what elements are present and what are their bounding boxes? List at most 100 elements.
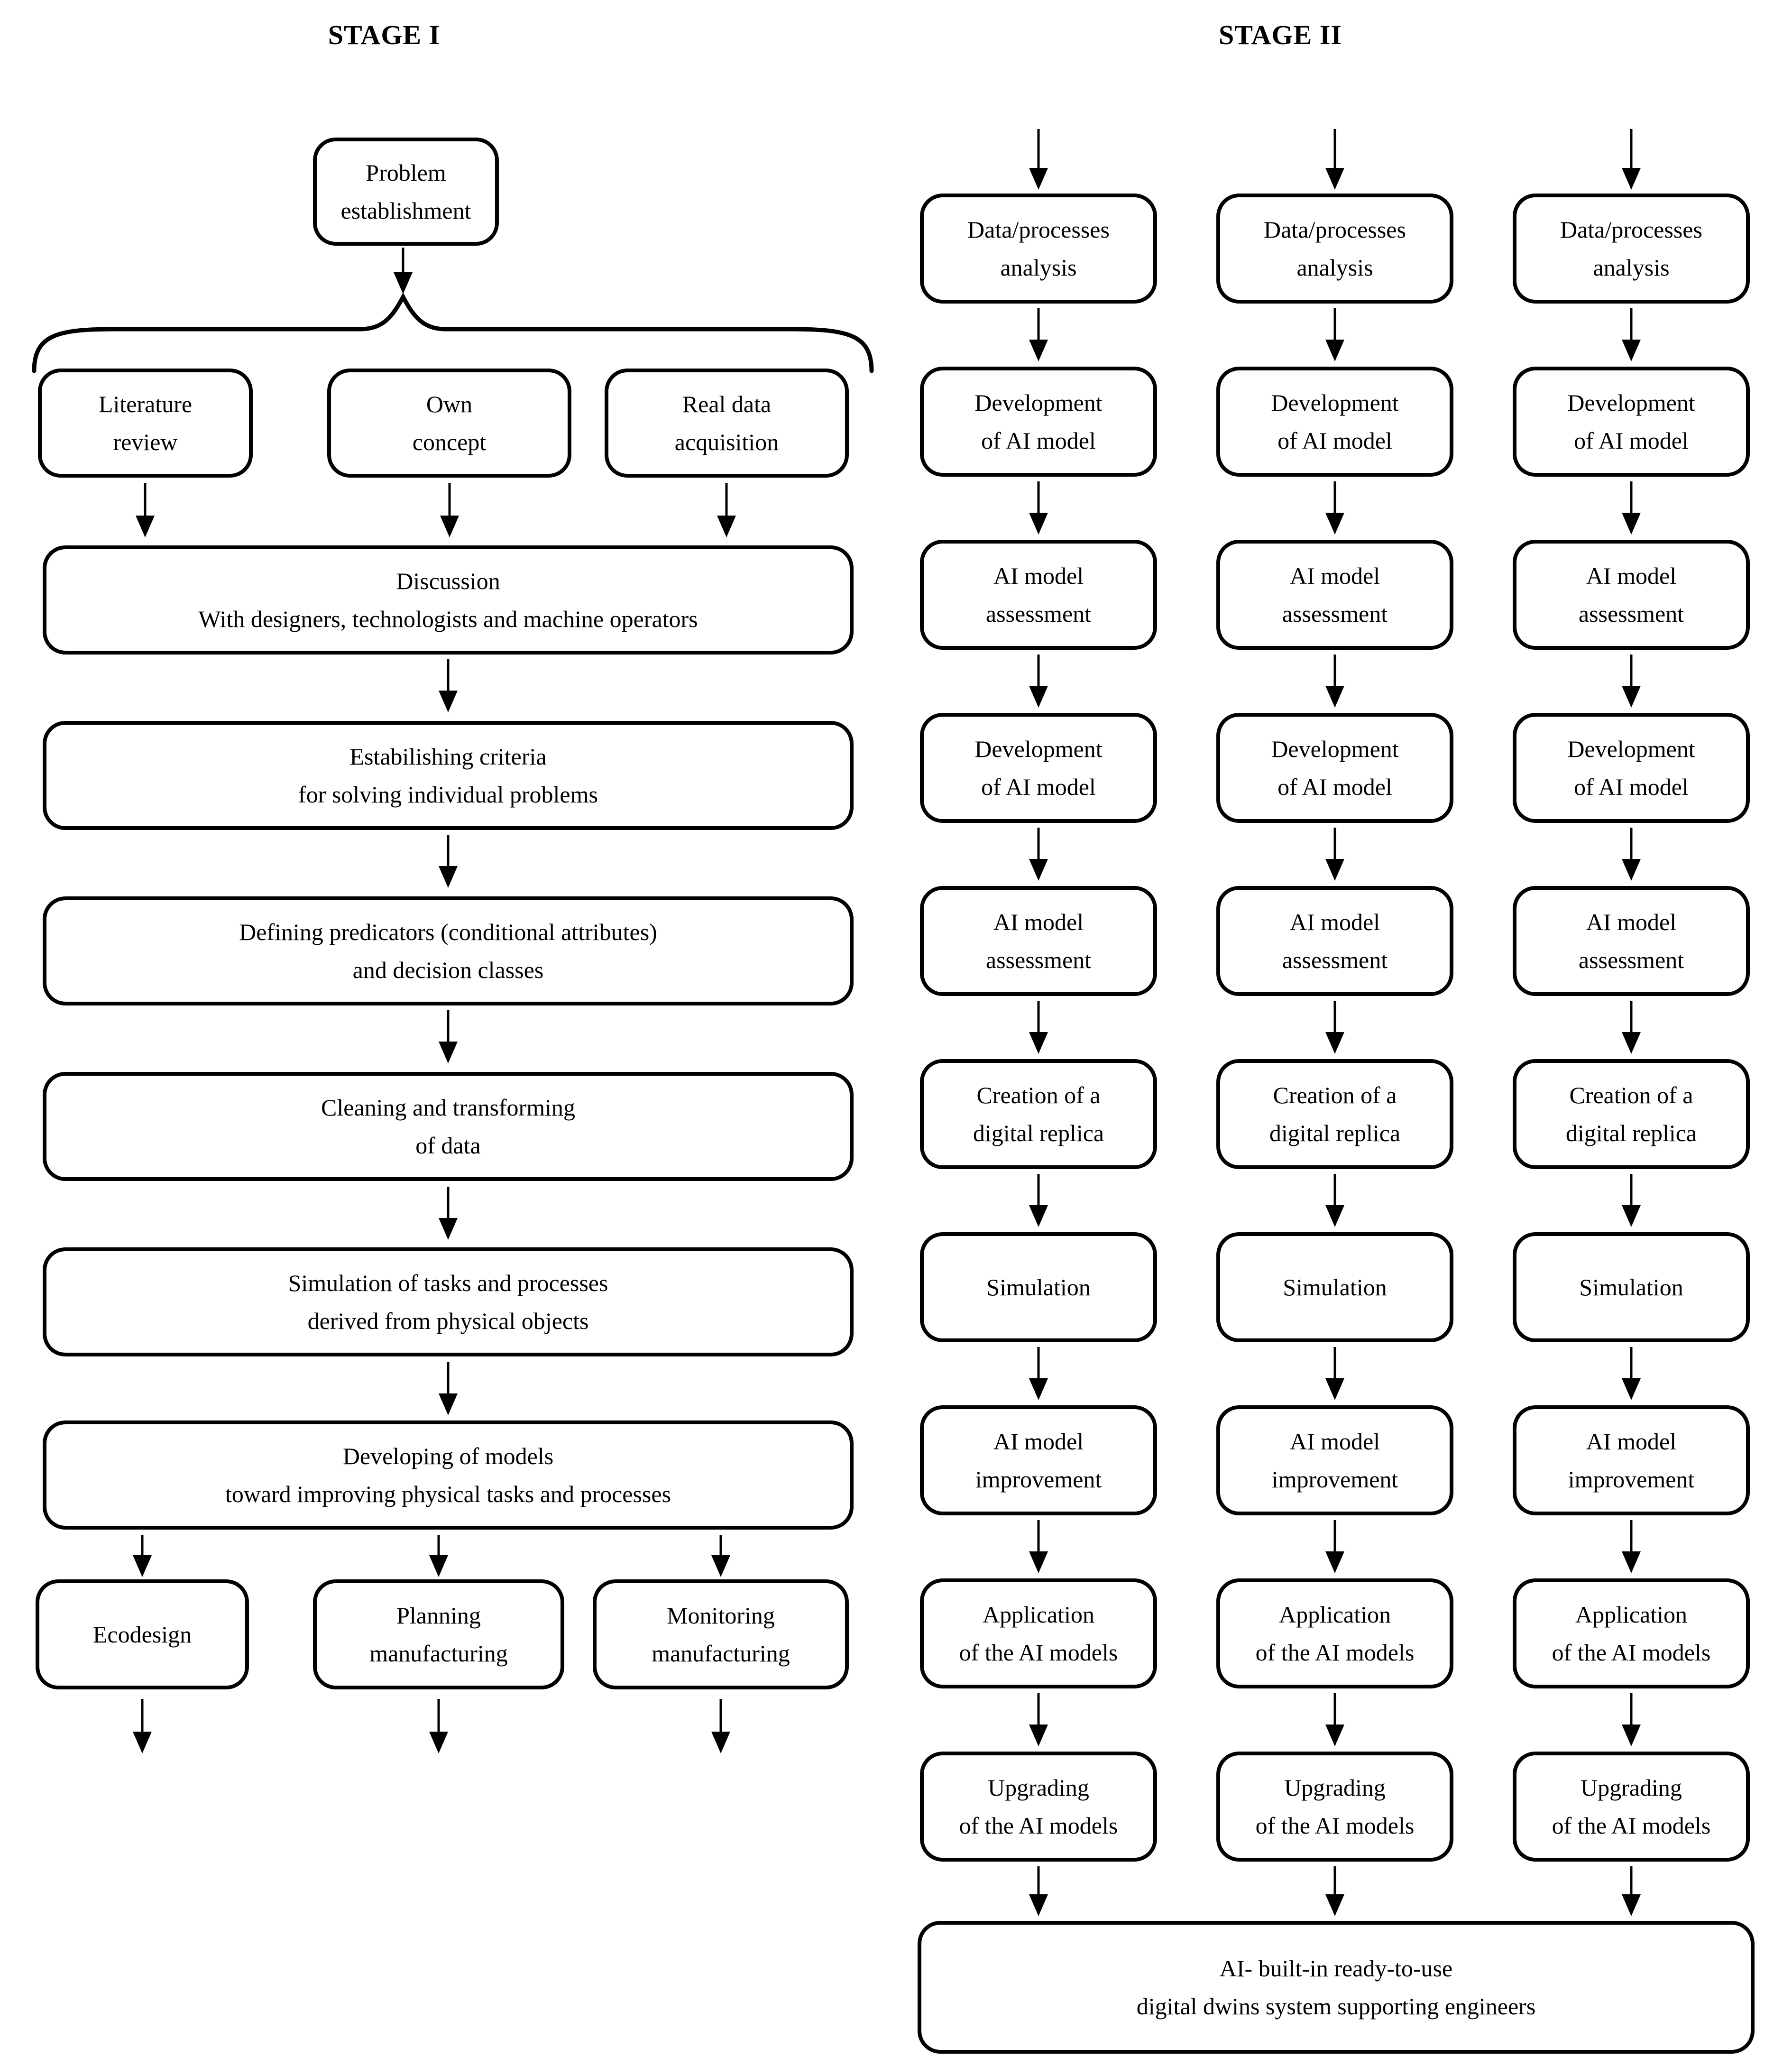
label-line2: toward improving physical tasks and proc… xyxy=(225,1481,671,1507)
label-line1: Upgrading xyxy=(1284,1774,1386,1801)
label-line1: Creation of a xyxy=(1569,1082,1693,1108)
label-line1: Application xyxy=(1575,1601,1688,1628)
node-data-processes-analysis: Data/processes analysis xyxy=(920,194,1157,304)
node-ai-model-assessment: AI model assessment xyxy=(1513,886,1750,996)
label-line1: Development xyxy=(974,389,1103,416)
label-line1: Development xyxy=(1567,736,1695,762)
arrow-down-icon xyxy=(1029,1174,1048,1227)
arrow-down-icon xyxy=(1325,1347,1344,1400)
node-development-of-ai-model: Development of AI model xyxy=(920,367,1157,477)
label-line1: Ecodesign xyxy=(92,1621,192,1648)
node-development-of-ai-model: Development of AI model xyxy=(1216,713,1453,823)
label-line2: improvement xyxy=(1271,1466,1398,1493)
label-line1: Application xyxy=(1278,1601,1391,1628)
label-line2: establishment xyxy=(340,197,471,224)
label-line2: improvement xyxy=(975,1466,1102,1493)
label-line2: digital replica xyxy=(1269,1120,1401,1146)
label-line2: review xyxy=(113,429,178,455)
label-line2: digital replica xyxy=(973,1120,1104,1146)
node-upgrading-of-ai-models: Upgrading of the AI models xyxy=(920,1752,1157,1862)
label-line2: of the AI models xyxy=(1255,1812,1415,1839)
label-line1: Cleaning and transforming xyxy=(321,1094,575,1121)
node-ai-built-in-digital-twins-system: AI- built-in ready-to-use digital dwins … xyxy=(918,1921,1755,2054)
arrow-down-icon xyxy=(439,1362,458,1415)
label-line1: Simulation xyxy=(986,1274,1091,1300)
label-line2: of data xyxy=(415,1132,481,1159)
node-ai-model-assessment: AI model assessment xyxy=(1216,886,1453,996)
label-line2: assessment xyxy=(1282,947,1388,973)
label-line2: of the AI models xyxy=(1552,1812,1711,1839)
label-line2: derived from physical objects xyxy=(307,1308,589,1334)
label-line1: Developing of models xyxy=(342,1443,554,1469)
label-line2: With designers, technologists and machin… xyxy=(198,606,698,632)
arrow-down-icon xyxy=(429,1699,448,1753)
label-line1: AI model xyxy=(1586,563,1677,589)
node-literature-review: Literature review xyxy=(38,369,253,478)
arrow-down-icon xyxy=(439,835,458,888)
node-simulation: Simulation xyxy=(1216,1232,1453,1342)
arrow-down-icon xyxy=(394,248,413,294)
arrow-down-icon xyxy=(1029,1520,1048,1573)
label-line2: and decision classes xyxy=(352,957,544,983)
label-line1: AI model xyxy=(993,909,1084,935)
node-ai-model-assessment: AI model assessment xyxy=(1513,540,1750,650)
arrow-down-icon xyxy=(1029,481,1048,535)
arrow-down-icon xyxy=(1325,1520,1344,1573)
label-line1: Upgrading xyxy=(1581,1774,1682,1801)
node-data-processes-analysis: Data/processes analysis xyxy=(1216,194,1453,304)
arrow-down-icon xyxy=(1325,481,1344,535)
label-line2: acquisition xyxy=(674,429,779,455)
label-line1: Simulation xyxy=(1283,1274,1387,1300)
arrow-down-icon xyxy=(133,1699,152,1753)
node-developing-of-models: Developing of models toward improving ph… xyxy=(43,1420,854,1530)
label-line1: Planning xyxy=(396,1602,481,1629)
label-line1: Data/processes xyxy=(1560,216,1702,243)
node-development-of-ai-model: Development of AI model xyxy=(920,713,1157,823)
label-line1: Development xyxy=(974,736,1103,762)
label-line2: improvement xyxy=(1568,1466,1695,1493)
label-line1: AI model xyxy=(1289,563,1380,589)
node-ecodesign: Ecodesign xyxy=(36,1579,249,1689)
node-cleaning-transforming: Cleaning and transforming of data xyxy=(43,1072,854,1181)
node-discussion: Discussion With designers, technologists… xyxy=(43,545,854,655)
label-line2: of AI model xyxy=(981,427,1096,454)
label-line2: analysis xyxy=(1296,254,1373,281)
label-line1: Development xyxy=(1567,389,1695,416)
label-line2: of AI model xyxy=(1277,427,1392,454)
label-line2: of AI model xyxy=(1574,774,1689,800)
node-defining-predicators: Defining predicators (conditional attrib… xyxy=(43,896,854,1005)
node-creation-digital-replica: Creation of a digital replica xyxy=(1216,1059,1453,1169)
node-problem-establishment: Problem establishment xyxy=(313,138,499,246)
label-line2: of AI model xyxy=(1277,774,1392,800)
arrow-down-icon xyxy=(1622,1520,1641,1573)
label-line2: digital replica xyxy=(1565,1120,1697,1146)
arrow-down-icon xyxy=(1029,308,1048,361)
arrow-down-icon xyxy=(133,1535,152,1577)
label-line1: AI model xyxy=(1586,1428,1677,1455)
label-line1: Simulation xyxy=(1579,1274,1683,1300)
arrow-down-icon xyxy=(1029,1693,1048,1746)
label-line2: digital dwins system supporting engineer… xyxy=(1136,1993,1536,2020)
label-line2: concept xyxy=(412,429,487,455)
label-line1: Own xyxy=(426,391,473,417)
label-line1: Problem xyxy=(366,159,446,186)
label-line1: Creation of a xyxy=(1273,1082,1397,1108)
arrow-down-icon xyxy=(1029,129,1048,190)
arrow-down-icon xyxy=(1325,1693,1344,1746)
node-upgrading-of-ai-models: Upgrading of the AI models xyxy=(1216,1752,1453,1862)
arrow-down-icon xyxy=(711,1535,730,1577)
node-upgrading-of-ai-models: Upgrading of the AI models xyxy=(1513,1752,1750,1862)
node-development-of-ai-model: Development of AI model xyxy=(1513,367,1750,477)
label-line1: AI model xyxy=(1289,1428,1380,1455)
arrow-down-icon xyxy=(1325,828,1344,881)
arrow-down-icon xyxy=(1325,1001,1344,1054)
arrow-down-icon xyxy=(1622,1866,1641,1916)
node-development-of-ai-model: Development of AI model xyxy=(1216,367,1453,477)
label-line2: of the AI models xyxy=(959,1812,1118,1839)
label-line2: assessment xyxy=(1282,600,1388,627)
node-ai-model-improvement: AI model improvement xyxy=(1216,1405,1453,1515)
node-ai-model-assessment: AI model assessment xyxy=(920,540,1157,650)
label-line1: AI model xyxy=(993,563,1084,589)
stage1-title: STAGE I xyxy=(328,19,441,50)
